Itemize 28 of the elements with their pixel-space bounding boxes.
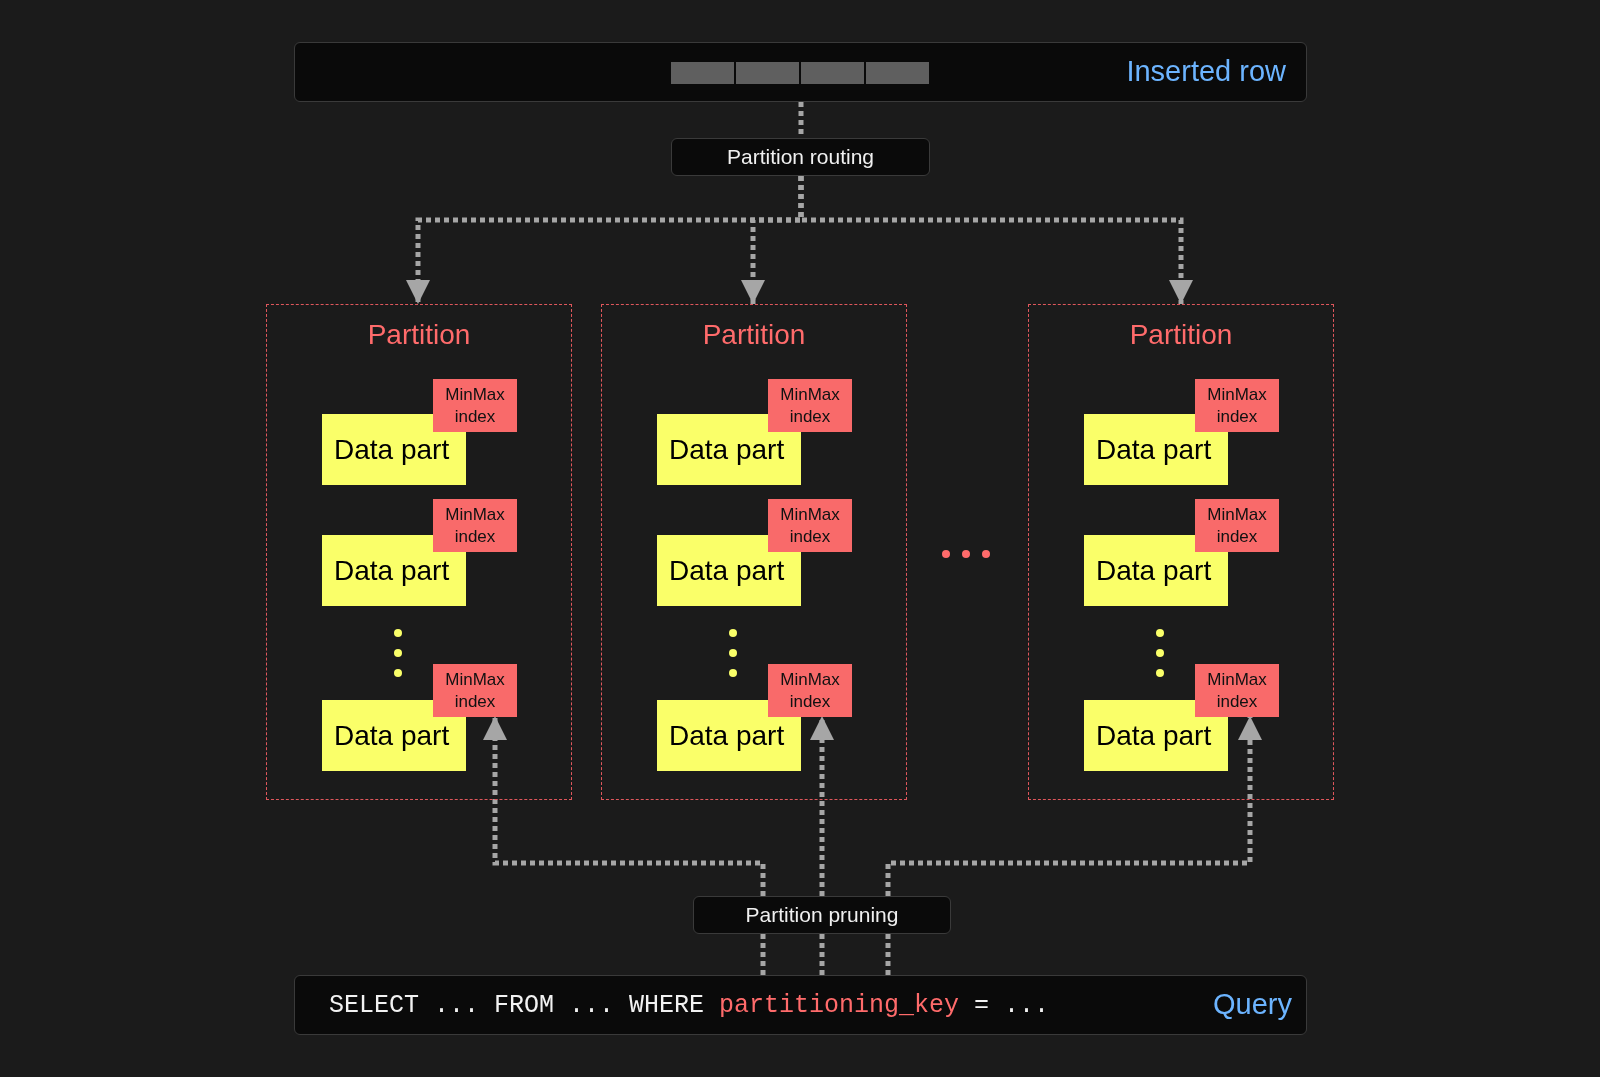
partition-box [601, 304, 907, 800]
query-code: = ... [974, 991, 1050, 1020]
partition-heading: Partition [1128, 319, 1234, 351]
partition-heading: Partition [701, 319, 807, 351]
dotted-arrow [798, 176, 1193, 304]
minmax-index-tag: MinMax index [768, 499, 852, 552]
minmax-index-tag: MinMax index [768, 379, 852, 432]
dotted-arrow [810, 716, 834, 896]
minmax-index-tag: MinMax index [1195, 664, 1279, 717]
code-keyword: partitioning_key [719, 991, 960, 1020]
dotted-arrow [483, 716, 766, 896]
dotted-arrow [885, 716, 1262, 896]
query-bar [294, 975, 1307, 1035]
query-label: Query [1213, 988, 1292, 1021]
minmax-index-tag: MinMax index [433, 664, 517, 717]
minmax-index-tag: MinMax index [768, 664, 852, 717]
partition-heading: Partition [366, 319, 472, 351]
step-label-box: Partition routing [671, 138, 930, 176]
inserted-row-bar [294, 42, 1307, 102]
minmax-index-tag: MinMax index [433, 499, 517, 552]
minmax-index-tag: MinMax index [433, 379, 517, 432]
minmax-index-tag: MinMax index [1195, 499, 1279, 552]
minmax-index-tag: MinMax index [1195, 379, 1279, 432]
query-code: SELECT ... FROM ... WHERE [329, 991, 705, 1020]
partition-box [266, 304, 572, 800]
step-label-box: Partition pruning [693, 896, 951, 934]
partition-box [1028, 304, 1334, 800]
row-label: Inserted row [1126, 55, 1286, 88]
